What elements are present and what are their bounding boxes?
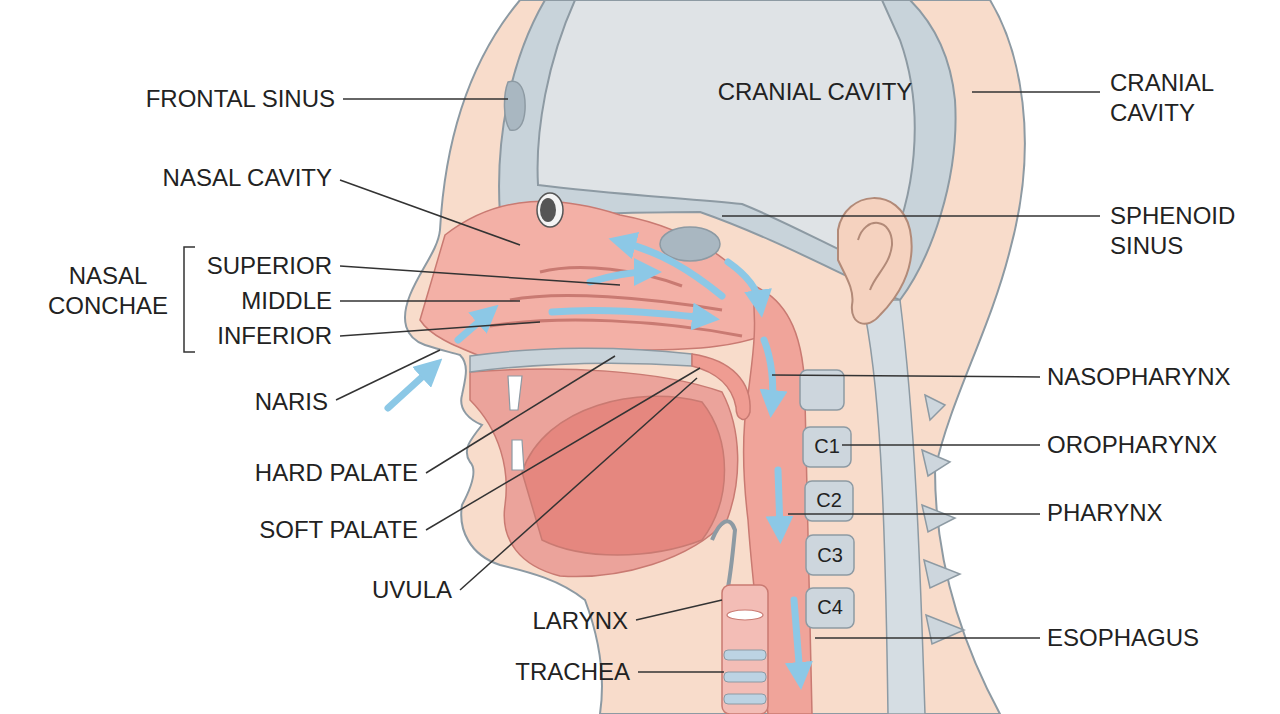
airflow-arrows (388, 242, 800, 676)
part-label: NARIS (255, 387, 328, 417)
trachea-ring (724, 650, 766, 660)
upper-tooth (508, 376, 522, 410)
part-label: SOFT PALATE (259, 515, 418, 545)
vertebra-label: C4 (817, 592, 843, 622)
leader-line (788, 513, 1040, 515)
leader-line (340, 180, 520, 245)
leader-line (815, 637, 1040, 639)
leader-line (460, 378, 697, 590)
spinous-process (924, 560, 960, 588)
part-label: NASAL CONCHAE (33, 261, 183, 321)
trachea-ring (724, 672, 766, 682)
airflow-arrow (764, 340, 773, 404)
part-label: MIDDLE (241, 286, 332, 316)
leader-line (426, 368, 700, 530)
part-label: LARYNX (532, 606, 628, 636)
ear-fold (858, 223, 892, 290)
spinous-process (922, 505, 955, 532)
superior-concha (540, 268, 682, 286)
airflow-arrow (590, 272, 648, 282)
spinous-process (925, 395, 945, 420)
airflow-arrow (622, 242, 722, 296)
airflow-arrow (778, 470, 780, 530)
leader-line (638, 671, 724, 673)
part-label: NASAL CAVITY (163, 163, 332, 193)
part-label: ESOPHAGUS (1047, 623, 1199, 653)
larynx-trachea (722, 585, 768, 714)
spinous-process (922, 450, 950, 476)
leader-line (340, 300, 520, 302)
eye-white (537, 193, 563, 227)
vertebra-label: C2 (816, 485, 842, 515)
leader-line (426, 356, 615, 473)
nasal-cavity (420, 201, 772, 356)
airflow-arrow (388, 368, 432, 408)
ear (838, 198, 912, 324)
vertebra-label: C3 (817, 540, 843, 570)
leader-line (636, 600, 722, 620)
part-label: CRANIAL CAVITY (718, 77, 913, 107)
leader-line (343, 98, 508, 100)
airflow-arrow (552, 310, 706, 318)
sphenoid-sinus (660, 227, 720, 261)
trachea-ring (724, 694, 766, 704)
leader-line (722, 215, 1100, 217)
bracket (184, 247, 195, 352)
vertebra (806, 535, 854, 575)
part-label: INFERIOR (217, 321, 332, 351)
spinal-cord (862, 300, 925, 714)
vertebra-label: C1 (814, 431, 840, 461)
vertebra (803, 427, 851, 467)
leader-line (972, 91, 1100, 93)
airflow-arrow (794, 600, 800, 676)
vocal-folds (727, 610, 763, 620)
part-label: CRANIAL CAVITY (1110, 68, 1260, 128)
head-skin (405, 0, 1025, 714)
leader-line (336, 350, 440, 400)
soft-palate (692, 354, 750, 419)
hard-palate (470, 348, 692, 372)
part-label: TRACHEA (515, 657, 630, 687)
vertebra (806, 588, 854, 628)
part-label: SPHENOID SINUS (1110, 201, 1270, 261)
lower-tooth (512, 440, 524, 470)
airflow-arrow (728, 262, 760, 304)
part-label: HARD PALATE (255, 458, 418, 488)
leader-line (340, 266, 620, 285)
leader-line (340, 322, 540, 336)
part-label: UVULA (372, 575, 452, 605)
frontal-sinus (504, 81, 525, 130)
spinous-process (926, 615, 964, 644)
part-label: SUPERIOR (207, 251, 332, 281)
part-label: FRONTAL SINUS (146, 84, 335, 114)
part-label: OROPHARYNX (1047, 430, 1217, 460)
part-label: PHARYNX (1047, 498, 1163, 528)
tongue (522, 396, 725, 555)
eye-pupil (540, 198, 556, 222)
part-label: NASOPHARYNX (1047, 362, 1231, 392)
leader-line (842, 444, 1040, 446)
leader-line (772, 375, 1040, 377)
vertebra (805, 481, 853, 521)
